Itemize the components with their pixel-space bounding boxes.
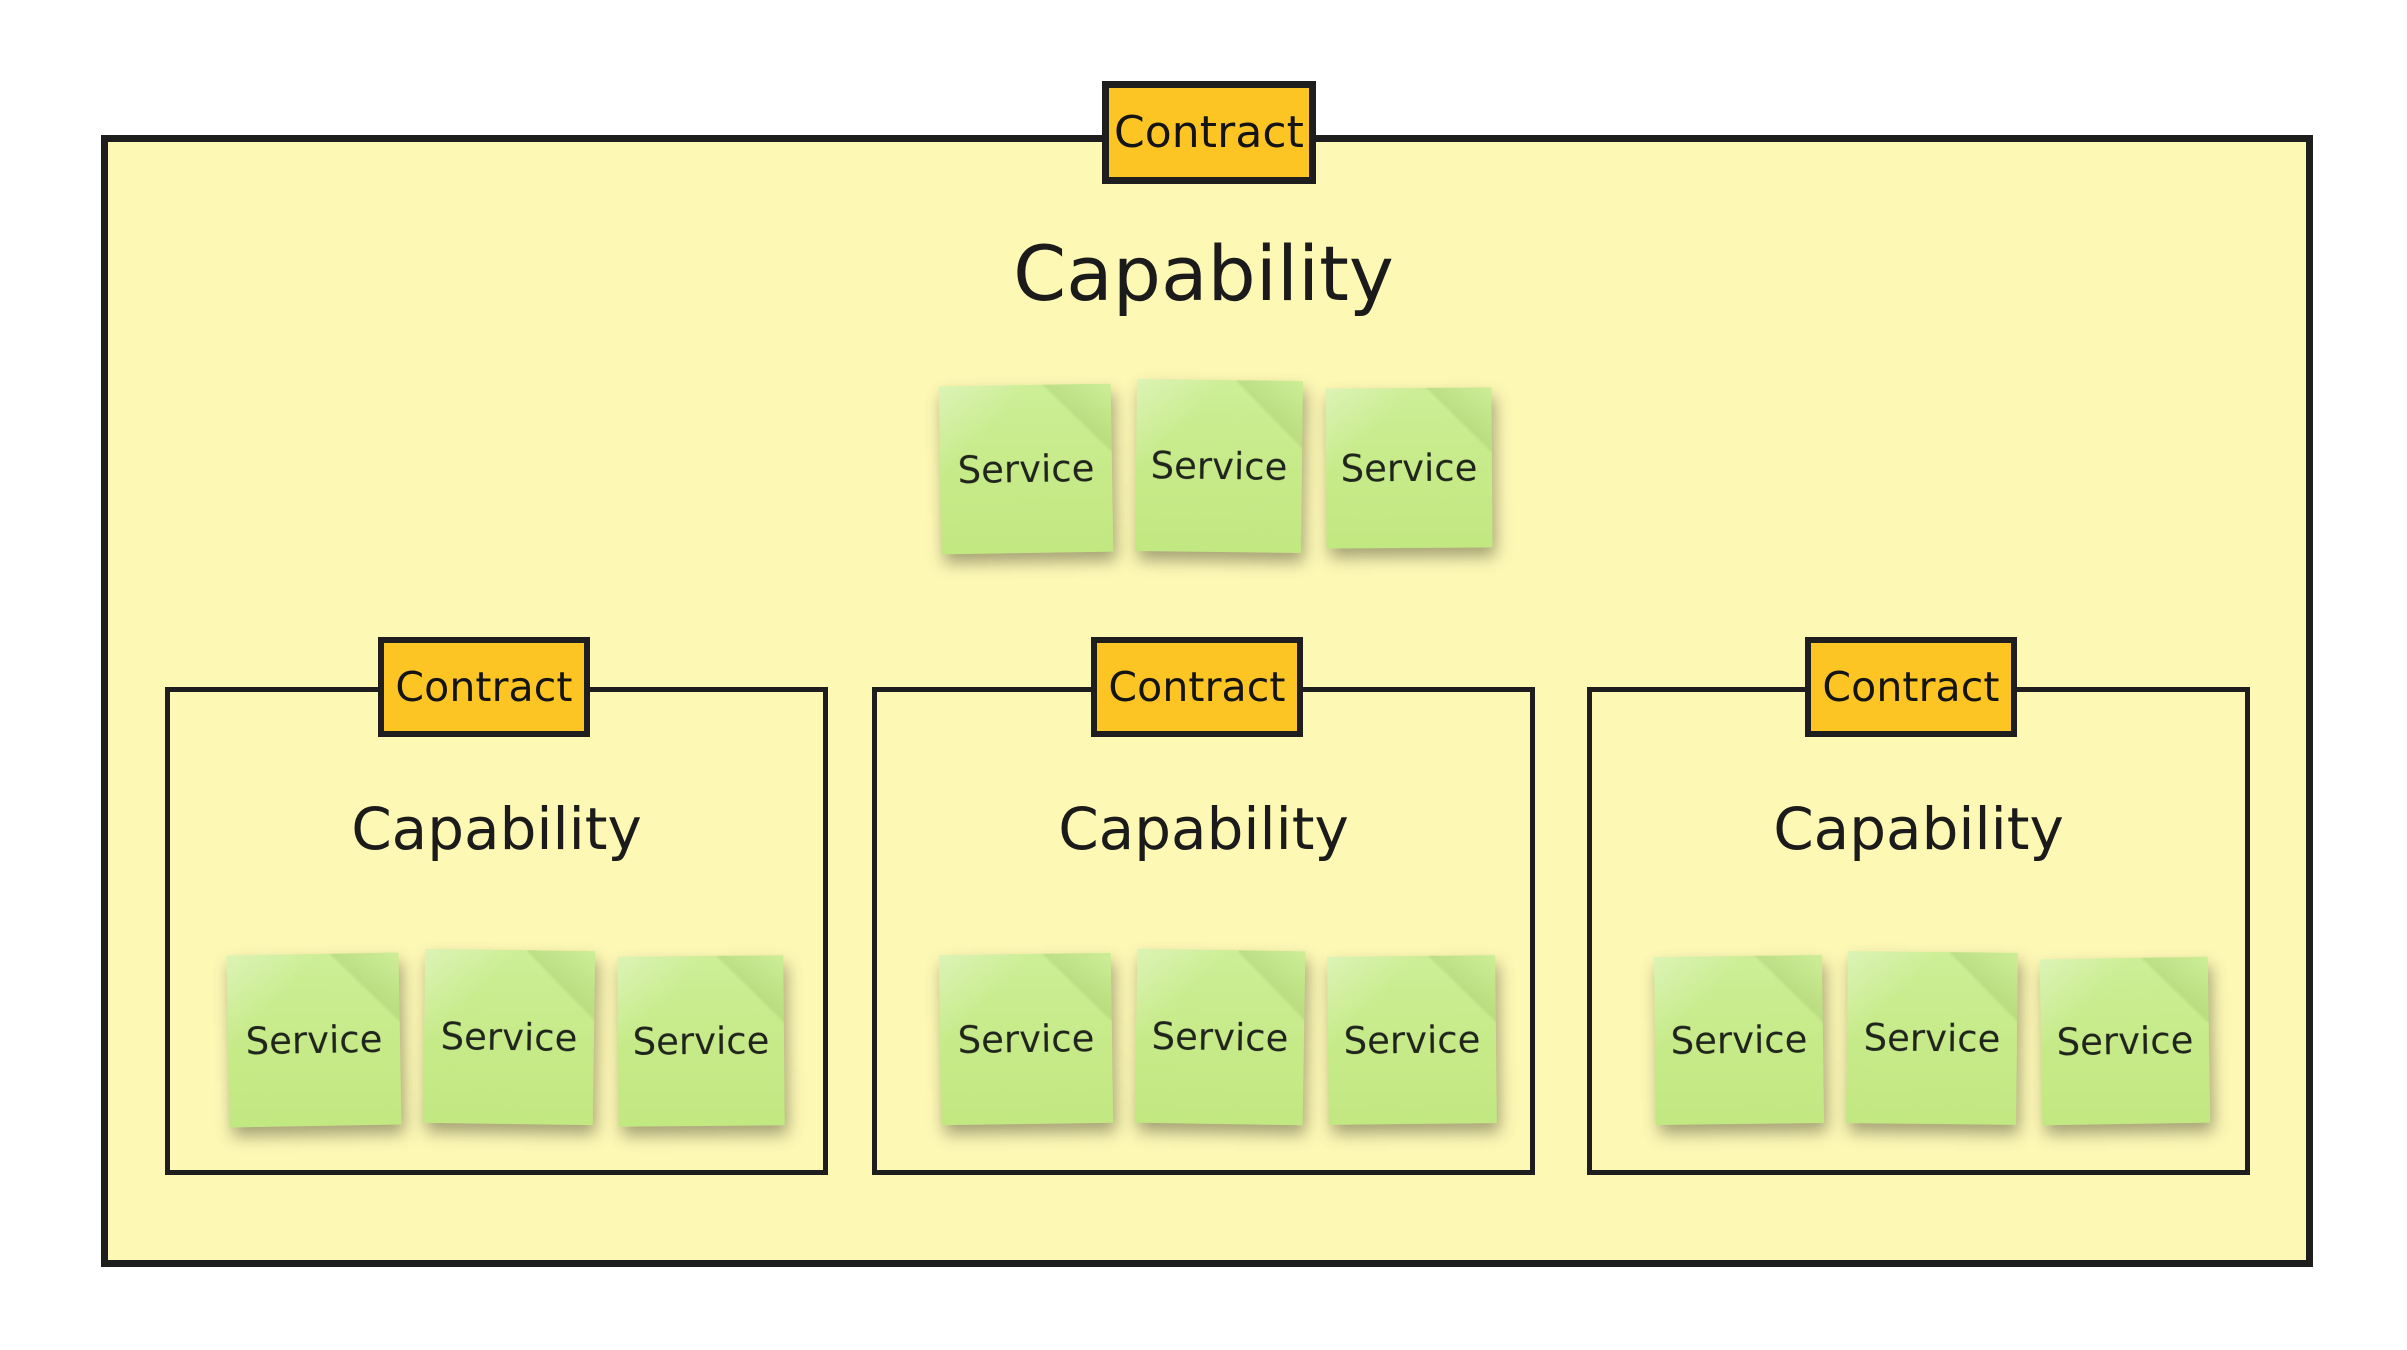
sub-capability-title-1: Capability (351, 795, 642, 863)
service-note-label: Service (440, 1014, 578, 1060)
service-note-label: Service (1151, 1014, 1289, 1060)
service-note[interactable]: Service (1327, 955, 1497, 1125)
contract-tab-root[interactable]: Contract (1102, 81, 1316, 184)
service-note[interactable]: Service (2039, 956, 2211, 1126)
sub-capability-title-2: Capability (1058, 795, 1349, 863)
service-note-label: Service (1340, 446, 1478, 490)
service-note[interactable]: Service (1134, 948, 1306, 1126)
service-note[interactable]: Service (1846, 951, 2018, 1125)
service-note-label: Service (957, 1016, 1095, 1062)
contract-tab-label: Contract (395, 662, 573, 711)
root-capability-title: Capability (1013, 229, 1394, 318)
contract-tab-label: Contract (1108, 662, 1286, 711)
service-note-label: Service (1670, 1017, 1808, 1063)
service-note[interactable]: Service (617, 955, 785, 1127)
service-note[interactable]: Service (226, 952, 402, 1128)
service-note[interactable]: Service (938, 952, 1114, 1126)
service-note-label: Service (632, 1018, 770, 1064)
service-note[interactable]: Service (422, 948, 596, 1126)
service-note-label: Service (2056, 1018, 2194, 1064)
contract-tab-sub-1[interactable]: Contract (378, 637, 590, 737)
contract-tab-label: Contract (1822, 662, 2000, 711)
service-note[interactable]: Service (1325, 387, 1493, 549)
sub-capability-title-3: Capability (1773, 795, 2064, 863)
service-note-label: Service (245, 1017, 383, 1063)
service-note[interactable]: Service (1653, 954, 1825, 1126)
contract-tab-sub-2[interactable]: Contract (1091, 637, 1303, 737)
service-note-label: Service (1150, 443, 1288, 489)
service-note-label: Service (1343, 1017, 1481, 1063)
service-note-label: Service (957, 446, 1095, 492)
service-note[interactable]: Service (938, 383, 1114, 555)
service-note[interactable]: Service (1134, 378, 1304, 554)
contract-tab-sub-3[interactable]: Contract (1805, 637, 2017, 737)
service-note-label: Service (1863, 1015, 2001, 1061)
contract-tab-label: Contract (1113, 106, 1305, 158)
